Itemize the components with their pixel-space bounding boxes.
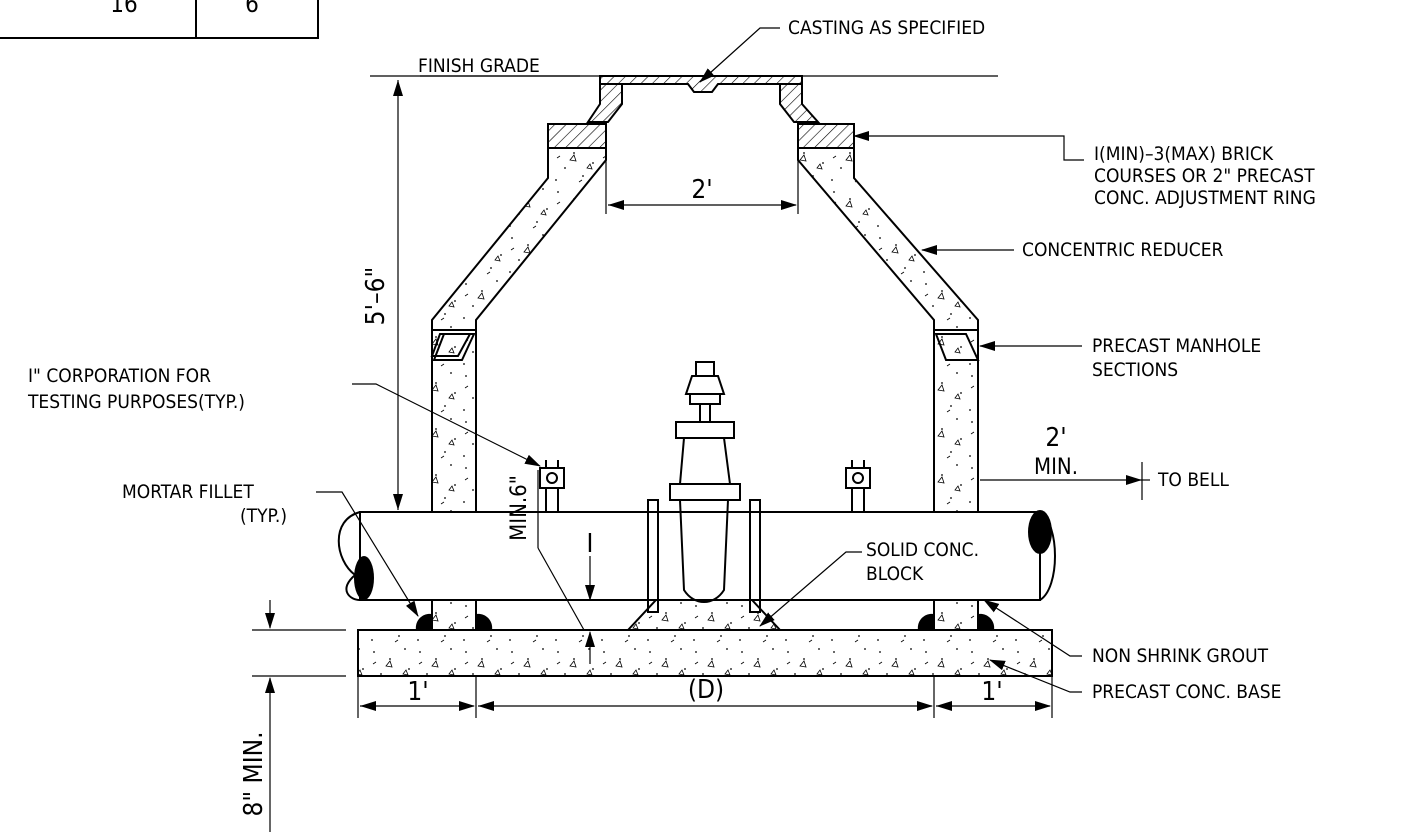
pipe [337,510,1056,601]
label-reducer: CONCENTRIC REDUCER [1022,239,1224,261]
gate-valve [647,361,761,613]
label-grout: NON SHRINK GROUT [1092,645,1269,667]
label-brick-1: I(MIN)–3(MAX) BRICK [1094,143,1274,165]
dim-dia: (D) [688,675,724,705]
label-mortar-2: (TYP.) [240,505,287,527]
dim-min6: MIN.6" [507,475,532,541]
label-solid-1: SOLID CONC. [866,539,979,561]
dim-clear-2: MIN. [1034,455,1078,480]
label-brick-2: COURSES OR 2" PRECAST [1094,165,1315,187]
solid-conc-block [625,599,783,631]
table-cell-1: 16 [110,0,137,18]
adjustment-ring-right [797,123,855,149]
dimensions: 2' 5'–6" 2' MIN. MIN.6" I 8" MIN. [239,80,1078,832]
dim-height: 5'–6" [361,267,391,326]
label-solid-2: BLOCK [866,563,924,585]
dim-opening: 2' [691,175,712,205]
casting [586,75,821,123]
reducer-wall-right [797,147,979,331]
label-corp-2: TESTING PURPOSES(TYP.) [27,391,245,413]
reducer-wall-left [431,147,607,331]
corporation-left [539,460,565,512]
mortar-fillet [415,613,432,630]
label-brick-3: CONC. ADJUSTMENT RING [1094,187,1316,209]
dim-one: I [587,529,594,559]
corporation-right [845,460,871,512]
finish-grade: FINISH GRADE [370,55,998,77]
dim-right-ft: 1' [981,677,1002,707]
dim-base-thk: 8" MIN. [239,731,269,816]
adjustment-ring-left [547,123,607,149]
finish-grade-label: FINISH GRADE [418,55,540,77]
wall-lower-right [933,599,979,631]
manhole-section-left [430,329,477,513]
callouts: CASTING AS SPECIFIED I(MIN)–3(MAX) BRICK… [27,17,1316,703]
label-to-bell: TO BELL [1157,469,1229,491]
label-corp-1: I" CORPORATION FOR [28,365,211,387]
manhole-section-right [933,329,979,513]
label-mortar-1: MORTAR FILLET [122,481,254,503]
dim-clear-1: 2' [1045,423,1066,453]
label-sections-2: SECTIONS [1092,359,1178,381]
table-cell-2: 6 [245,0,259,18]
table-fragment: 16 6 [0,0,319,39]
label-sections-1: PRECAST MANHOLE [1092,335,1261,357]
precast-base [357,629,1053,677]
wall-lower-left [431,599,477,631]
label-casting: CASTING AS SPECIFIED [788,17,985,39]
dim-left-ft: 1' [407,677,428,707]
label-base: PRECAST CONC. BASE [1092,681,1281,703]
